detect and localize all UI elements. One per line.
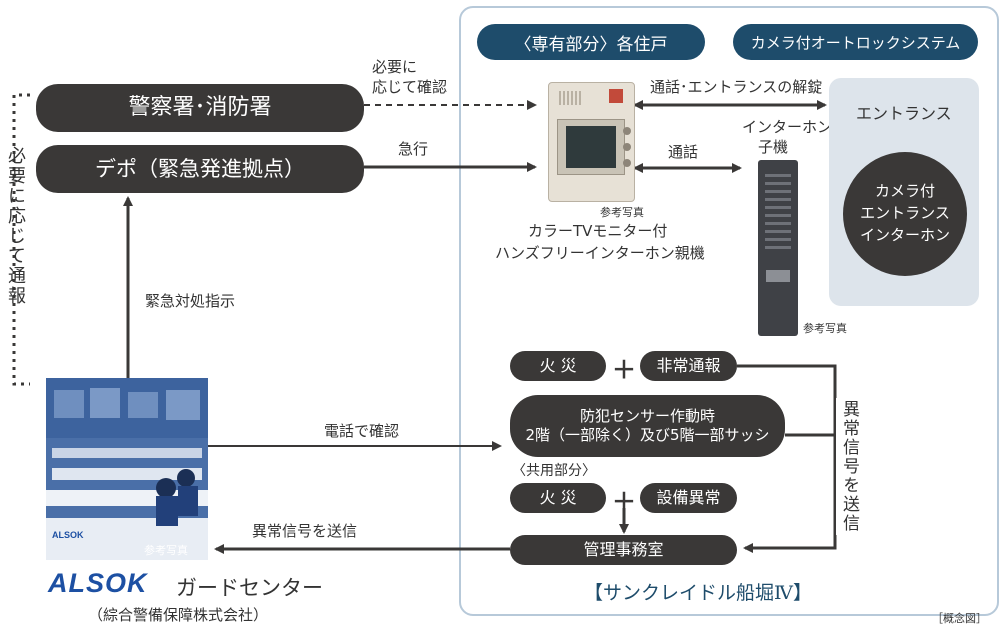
entrance-circle-line1: カメラ付 [874, 182, 935, 201]
fire-private-label: 火 災 [539, 356, 577, 375]
emergency-report: 非常通報 [640, 351, 737, 381]
guard-center-label: ガードセンター [176, 576, 323, 600]
indicator-light [609, 89, 623, 103]
guard-center-photo: ALSOK 参考写真 [46, 378, 208, 560]
sub-intercom-grille [765, 174, 791, 254]
property-name: 【サンクレイドル船堀Ⅳ】 [578, 578, 818, 605]
crime-sensor-line1: 防犯センサー作動時 [579, 407, 715, 426]
monitor-photo-tag: 参考写真 [600, 206, 644, 219]
fire-private: 火 災 [510, 351, 606, 381]
guard-photo-tag: 参考写真 [144, 544, 188, 557]
concept-label: ［概念図］ [932, 612, 987, 625]
monitor-bezel [557, 119, 625, 175]
monitor-caption-line1: カラーTVモニター付 [528, 222, 668, 240]
confirm-if-needed-line2: 応じて確認 [372, 78, 448, 96]
speaker-grille [559, 91, 581, 105]
master-intercom-image [548, 82, 635, 202]
camera-autolock-header: カメラ付オートロックシステム [733, 24, 978, 60]
subunit-label-line1: インターホン [742, 118, 833, 136]
send-abnormal-vertical: 異常信号を送信 [836, 398, 863, 535]
depot: デポ（緊急発進拠点） [36, 145, 364, 193]
sub-intercom-button [766, 270, 790, 282]
photo-watermark: ALSOK [52, 530, 84, 540]
fire-common: 火 災 [510, 483, 606, 513]
depot-label: デポ（緊急発進拠点） [95, 156, 305, 181]
rush-label: 急行 [398, 140, 429, 158]
police-fire-label: 警察署･消防署 [128, 95, 272, 121]
send-abnormal-left-label: 異常信号を送信 [252, 522, 358, 540]
confirm-if-needed-line1: 必要に [372, 58, 418, 76]
crime-sensor-line2: 2階（一部除く）及び5階一部サッシ [525, 426, 770, 444]
plus-sign-1: ＋ [612, 356, 636, 384]
emergency-report-label: 非常通報 [656, 356, 721, 375]
alsok-logo: ALSOK [48, 568, 148, 598]
call-unlock-label: 通話･エントランスの解錠 [650, 78, 823, 96]
emergency-instruction-label: 緊急対処指示 [145, 292, 236, 310]
entrance-circle-line2: エントランス [860, 204, 950, 223]
monitor-button-1 [623, 127, 631, 135]
management-office: 管理事務室 [510, 535, 737, 565]
private-area-header: 〈専有部分〉各住戸 [477, 24, 705, 60]
plus-sign-2: ＋ [612, 488, 636, 516]
monitor-button-3 [623, 159, 631, 167]
equipment-abnormal: 設備異常 [640, 483, 737, 513]
sub-intercom-image [758, 160, 798, 336]
camera-autolock-label: カメラ付オートロックシステム [750, 33, 961, 52]
equipment-abnormal-label: 設備異常 [656, 488, 721, 507]
fire-common-label: 火 災 [539, 488, 577, 507]
private-area-label: 〈専有部分〉各住戸 [514, 34, 668, 55]
phone-confirm-label: 電話で確認 [324, 422, 400, 440]
monitor-button-2 [623, 143, 631, 151]
report-if-needed-vertical: 必要に応じて通報 [5, 146, 26, 306]
subunit-label-line2: 子機 [758, 138, 789, 156]
monitor-caption-line2: ハンズフリーインターホン親機 [495, 244, 705, 262]
crime-sensor: 防犯センサー作動時 2階（一部除く）及び5階一部サッシ [510, 395, 785, 457]
camera-entrance-intercom-circle: カメラ付 エントランス インターホン [843, 152, 967, 276]
subunit-photo-tag: 参考写真 [803, 322, 847, 335]
company-label: （綜合警備保障株式会社） [88, 606, 269, 624]
management-office-label: 管理事務室 [583, 540, 664, 559]
control-room-illustration: ALSOK [46, 378, 208, 560]
call-label: 通話 [668, 143, 699, 161]
entrance-circle-line3: インターホン [859, 225, 950, 244]
common-area-label: 〈共用部分〉 [512, 463, 596, 479]
monitor-screen [566, 126, 616, 168]
police-fire-station: 警察署･消防署 [36, 84, 364, 132]
entrance-title: エントランス [856, 104, 952, 123]
